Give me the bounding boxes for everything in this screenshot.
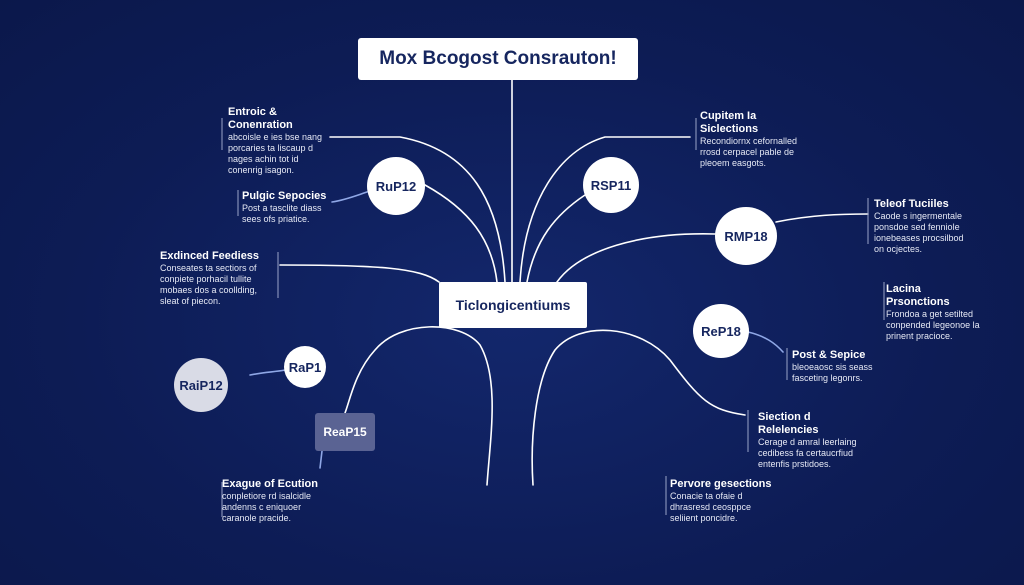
- node-raip12[interactable]: RaiP12: [174, 358, 228, 412]
- label-line: Frondoa a get setilted: [886, 309, 974, 319]
- label-line: ionebeases procsilbod: [874, 233, 964, 243]
- label-teleof: Teleof Tuciiles Caode s ingermentale pon…: [874, 198, 974, 255]
- central-node[interactable]: Ticlongicentiums: [439, 282, 587, 328]
- label-line: Conacie ta ofaie d: [670, 491, 743, 501]
- node-rep18[interactable]: ReP18: [693, 304, 749, 358]
- label-exdinced: Exdinced Feediess Conseates ta sectiors …: [160, 250, 275, 307]
- connector-cupitem: [519, 136, 691, 283]
- label-line: pleoem easgots.: [700, 158, 767, 168]
- label-line: sleat of piecon.: [160, 296, 221, 306]
- label-line: conpiete porhacil tullite: [160, 274, 252, 284]
- node-rup12[interactable]: RuP12: [367, 157, 425, 215]
- label-heading: Cupitem Ia Siclections: [700, 110, 759, 135]
- connector-rsp11: [526, 194, 586, 283]
- label-line: cedibess fa certaucrfiud: [758, 448, 854, 458]
- label-line: entenfis prstidoes.: [758, 459, 832, 469]
- label-heading: Post & Sepice: [792, 349, 866, 361]
- connector-rup12: [424, 184, 498, 283]
- label-line: rrosd cerpacel pable de: [700, 147, 795, 157]
- connector-rmp18: [556, 233, 716, 283]
- node-rap1[interactable]: RaP1: [284, 346, 326, 388]
- label-line: fasceting legonrs.: [792, 373, 863, 383]
- label-line: ponsdoe sed fenniole: [874, 222, 960, 232]
- label-line: conpended legeonoe la: [886, 320, 980, 330]
- label-line: on ocjectes.: [874, 244, 923, 254]
- node-rmp18[interactable]: RMP18: [715, 207, 777, 265]
- label-line: Conseates ta sectiors of: [160, 263, 257, 273]
- label-line: Post a tasclite diass: [242, 203, 322, 213]
- node-rep15[interactable]: ReaP15: [315, 413, 375, 451]
- label-line: prinent pracioce.: [886, 331, 953, 341]
- label-line: porcaries ta liscaup d: [228, 143, 314, 153]
- connector-exdinced: [279, 264, 440, 283]
- label-cupitem: Cupitem Ia Siclections Recondiornx cefor…: [700, 110, 810, 169]
- label-line: dhrasresd ceosppce: [670, 502, 752, 512]
- label-heading: Exdinced Feediess: [160, 250, 260, 262]
- diagram-title: Mox Bcogost Consrauton!: [358, 38, 638, 80]
- connector-rep15: [319, 450, 323, 469]
- label-heading: Entroic & Conenration: [228, 106, 293, 131]
- label-line: Cerage d amral leerlaing: [758, 437, 857, 447]
- label-post: Post & Sepice bleoeaosc sis seass fascet…: [792, 349, 882, 384]
- label-heading: Teleof Tuciiles: [874, 198, 949, 210]
- label-line: caranole pracide.: [222, 513, 292, 523]
- label-line: Caode s ingermentale: [874, 211, 963, 221]
- label-line: mobaes dos a coollding,: [160, 285, 258, 295]
- label-line: conpletiore rd isalcidle: [222, 491, 312, 501]
- label-line: nages achin tot id: [228, 154, 299, 164]
- connector-raip12: [249, 369, 286, 376]
- label-line: seliient poncidre.: [670, 513, 738, 523]
- label-line: bleoeaosc sis seass: [792, 362, 873, 372]
- label-entroic: Entroic & Conenration abcoisle e ies bse…: [228, 106, 333, 176]
- label-line: conenrig isagon.: [228, 165, 295, 175]
- label-heading: Pervore gesections: [670, 478, 772, 490]
- label-public: Pulgic Sepocies Post a tasclite diass se…: [242, 190, 334, 225]
- connector-bottom-right: [531, 329, 746, 486]
- connector-public: [331, 191, 368, 203]
- label-heading: Lacina Prsonctions: [886, 283, 950, 308]
- label-line: sees ofs priatice.: [242, 214, 310, 224]
- label-heading: Siection d Relelencies: [758, 411, 819, 436]
- connector-entroic: [329, 136, 506, 283]
- label-line: abcoisle e ies bse nang: [228, 132, 323, 142]
- node-rsp11[interactable]: RSP11: [583, 157, 639, 213]
- label-line: Recondiornx cefornalled: [700, 136, 798, 146]
- label-exague: Exague of Ecution conpletiore rd isalcid…: [222, 478, 322, 524]
- connector-teleof: [775, 213, 869, 223]
- label-heading: Exague of Ecution: [222, 478, 318, 490]
- connector-bottom-left: [344, 326, 493, 486]
- label-heading: Pulgic Sepocies: [242, 190, 327, 202]
- label-lacina: Lacina Prsonctions Frondoa a get setilte…: [886, 283, 986, 342]
- label-line: andenns c eniquoer: [222, 502, 302, 512]
- connector-rep18: [747, 331, 784, 353]
- label-pervore: Pervore gesections Conacie ta ofaie d dh…: [670, 478, 775, 524]
- label-section: Siection d Relelencies Cerage d amral le…: [758, 411, 873, 470]
